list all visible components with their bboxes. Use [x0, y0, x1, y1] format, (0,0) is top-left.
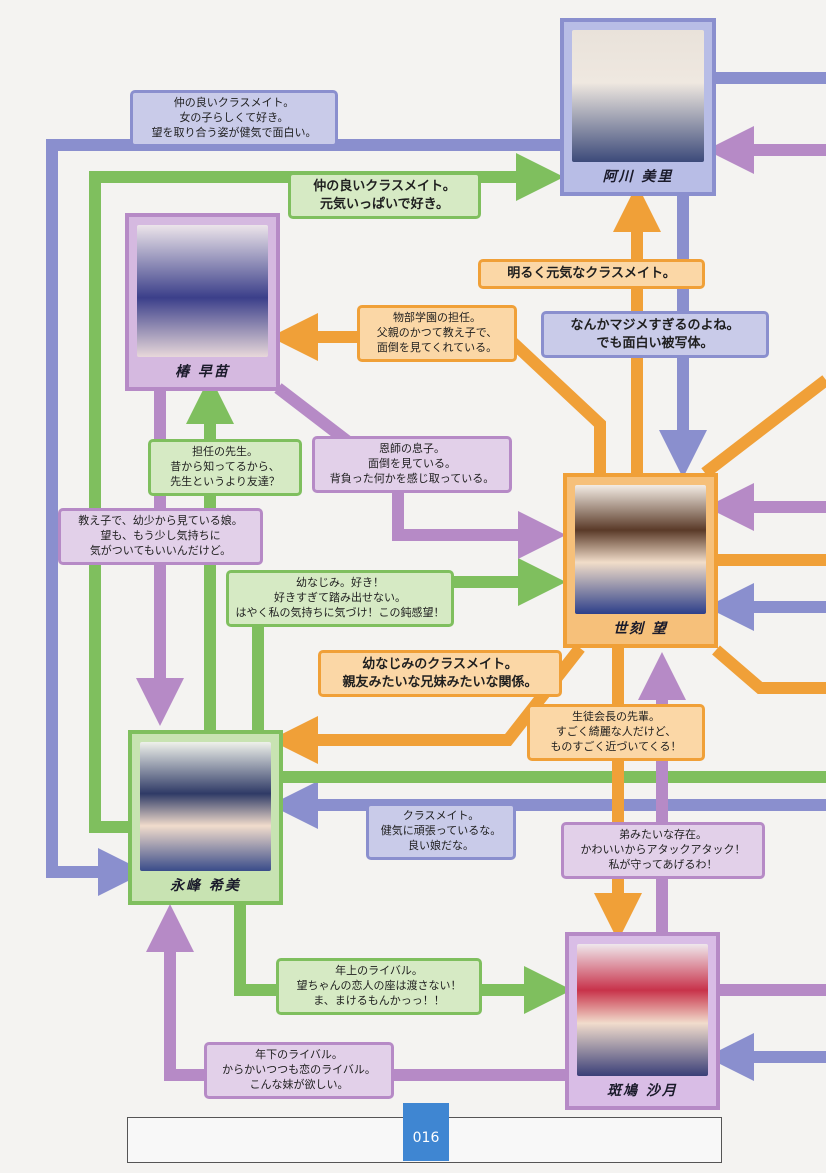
label-kibi-to-satsuki: 年上のライバル。 望ちゃんの恋人の座は渡さない！ ま、まけるもんかっっ！！ — [276, 958, 482, 1015]
label-misato-to-kibi-2: クラスメイト。 健気に頑張っているな。 良い娘だな。 — [366, 803, 516, 860]
portrait-misato: 阿川 美里 — [560, 18, 716, 196]
label-misato-to-kibi: 仲の良いクラスメイト。 女の子らしくて好き。 望を取り合う姿が健気で面白い。 — [130, 90, 338, 147]
label-kibi-to-nozomu: 幼なじみ。好き！ 好きすぎて踏み出せない。 はやく私の気持ちに気づけ！この鈍感望… — [226, 570, 454, 627]
label-sanae-to-nozomu: 恩師の息子。 面倒を見ている。 背負った何かを感じ取っている。 — [312, 436, 512, 493]
name-nozomu: 世刻 望 — [613, 621, 668, 637]
label-nozomu-to-kibi: 幼なじみのクラスメイト。 親友みたいな兄妹みたいな関係。 — [318, 650, 562, 698]
label-kibi-to-misato: 仲の良いクラスメイト。 元気いっぱいで好き。 — [288, 172, 481, 220]
portrait-satsuki: 斑鳩 沙月 — [565, 932, 720, 1110]
arrow-satsuki-to-kibi — [146, 904, 565, 1081]
character-image — [577, 944, 708, 1076]
arrow-sanae-to-nozomu — [274, 383, 566, 559]
name-misato: 阿川 美里 — [602, 169, 674, 185]
name-sanae: 椿 早苗 — [175, 364, 230, 380]
label-nozomu-to-sanae: 物部学園の担任。 父親のかつて教え子で、 面倒を見てくれている。 — [357, 305, 517, 362]
page-number: 016 — [403, 1103, 449, 1161]
arrow-nozomu-right-3 — [712, 645, 826, 694]
name-satsuki: 斑鳩 沙月 — [607, 1083, 678, 1099]
portrait-nozomu: 世刻 望 — [563, 473, 718, 648]
portrait-sanae: 椿 早苗 — [125, 213, 280, 391]
label-satsuki-to-kibi: 年下のライバル。 からかいつつも恋のライバル。 こんな妹が欲しい。 — [204, 1042, 394, 1099]
label-satsuki-to-nozomu: 弟みたいな存在。 かわいいからアタックアタック！ 私が守ってあげるわ！ — [561, 822, 765, 879]
character-image — [575, 485, 706, 614]
character-image — [140, 742, 271, 871]
name-kibi: 永峰 希美 — [170, 878, 241, 894]
portrait-kibi: 永峰 希美 — [128, 730, 283, 905]
label-sanae-to-kibi: 教え子で、幼少から見ている娘。 望も、もう少し気持ちに 気がついてもいいんだけど… — [58, 508, 263, 565]
label-misato-to-nozomu: なんかマジメすぎるのよね。 でも面白い被写体。 — [541, 311, 769, 359]
character-image — [137, 225, 268, 357]
label-nozomu-to-satsuki: 生徒会長の先輩。 すごく綺麗な人だけど、 ものすごく近づいてくる！ — [527, 704, 705, 761]
label-kibi-to-sanae: 担任の先生。 昔から知ってるから、 先生というより友達？ — [148, 439, 302, 496]
arrow-nozomu-right-1 — [701, 375, 826, 478]
label-nozomu-to-misato: 明るく元気なクラスメイト。 — [478, 259, 705, 289]
character-image — [572, 30, 704, 162]
